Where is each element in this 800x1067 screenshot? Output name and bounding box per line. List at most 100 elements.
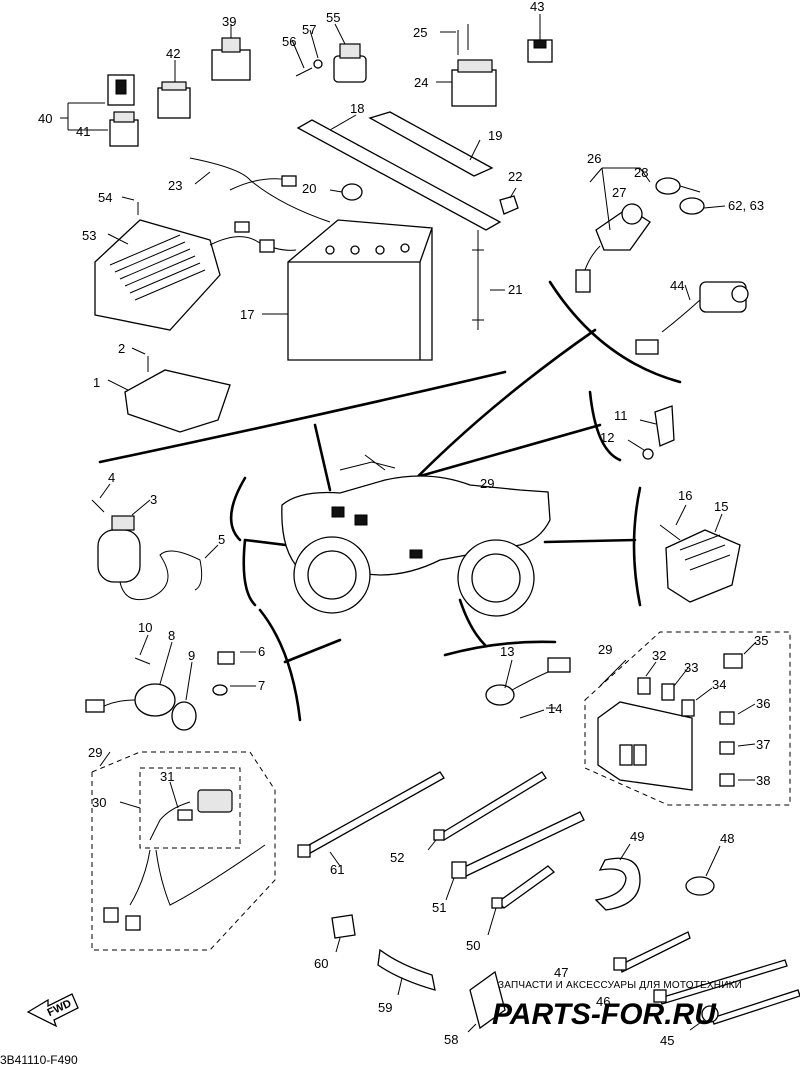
callout-48: 48 bbox=[720, 831, 734, 846]
screw-2 bbox=[131, 347, 149, 372]
callout-18: 18 bbox=[350, 101, 364, 116]
callout-34: 34 bbox=[712, 677, 726, 692]
switch-44 bbox=[635, 281, 749, 355]
clamp-49 bbox=[594, 843, 641, 911]
callout-14: 14 bbox=[548, 701, 562, 716]
callout-37: 37 bbox=[756, 737, 770, 752]
sender-6 bbox=[217, 651, 256, 665]
watermark-text: ЗАПЧАСТИ И АКСЕССУАРЫ ДЛЯ МОТОТЕХНИКИ bbox=[498, 980, 742, 991]
fuse-35 bbox=[723, 641, 757, 669]
callout-7: 7 bbox=[258, 678, 265, 693]
callout-55: 55 bbox=[326, 10, 340, 25]
callout-61: 61 bbox=[330, 862, 344, 877]
o-ring-9 bbox=[171, 661, 197, 731]
bolt-56 bbox=[291, 39, 313, 77]
sensor-8 bbox=[85, 641, 176, 717]
callout-2: 2 bbox=[118, 341, 125, 356]
battery-17 bbox=[262, 219, 433, 361]
callout-46: 46 bbox=[596, 994, 610, 1009]
callout-1: 1 bbox=[93, 375, 100, 390]
band-46 bbox=[653, 959, 788, 1005]
callout-27: 27 bbox=[612, 185, 626, 200]
band-45 bbox=[689, 989, 800, 1031]
callout-56: 56 bbox=[282, 34, 296, 49]
callout-29-harness: 29 bbox=[88, 745, 102, 760]
callout-8: 8 bbox=[168, 628, 175, 643]
callout-20: 20 bbox=[302, 181, 316, 196]
watermark-logo: PARTS-FOR.RU bbox=[492, 998, 717, 1031]
callout-12: 12 bbox=[600, 430, 614, 445]
callout-29-atv: 29 bbox=[480, 476, 494, 491]
washer-12 bbox=[627, 439, 654, 460]
fuse-33 bbox=[661, 667, 689, 701]
callout-42: 42 bbox=[166, 46, 180, 61]
key-28 bbox=[655, 177, 726, 215]
callout-35: 35 bbox=[754, 633, 768, 648]
relay-24 bbox=[436, 59, 497, 107]
clamp-48 bbox=[685, 845, 721, 896]
fwd-arrow-icon bbox=[26, 993, 79, 1028]
callout-30: 30 bbox=[92, 795, 106, 810]
callout-29-fusebox: 29 bbox=[598, 642, 612, 657]
callout-22: 22 bbox=[508, 169, 522, 184]
callout-15: 15 bbox=[714, 499, 728, 514]
callout-21: 21 bbox=[508, 282, 522, 297]
atv-silhouette bbox=[281, 454, 551, 617]
control-unit-53 bbox=[94, 219, 297, 331]
callout-11: 11 bbox=[614, 408, 628, 423]
callout-54: 54 bbox=[98, 190, 112, 205]
callout-51: 51 bbox=[432, 900, 446, 915]
ignition-coil-3 bbox=[97, 499, 203, 601]
callout-50: 50 bbox=[466, 938, 480, 953]
band-51 bbox=[445, 811, 585, 901]
band-47 bbox=[613, 931, 691, 973]
callout-10: 10 bbox=[138, 620, 152, 635]
callout-33: 33 bbox=[684, 660, 698, 675]
callout-58: 58 bbox=[444, 1032, 458, 1047]
fuse-37 bbox=[719, 741, 756, 755]
callout-59: 59 bbox=[378, 1000, 392, 1015]
sub-harness-group bbox=[91, 751, 276, 951]
bolt-16 bbox=[659, 504, 687, 541]
relay-40 bbox=[107, 74, 135, 106]
bracket-18 bbox=[296, 111, 502, 231]
callout-24: 24 bbox=[414, 75, 428, 90]
gasket-7 bbox=[212, 684, 256, 696]
leader-5 bbox=[204, 544, 219, 559]
nut-22 bbox=[499, 187, 519, 215]
bolt-4 bbox=[91, 483, 111, 513]
callout-28: 28 bbox=[634, 165, 648, 180]
relay-39 bbox=[211, 24, 251, 81]
wire-lead-23 bbox=[189, 157, 331, 223]
callout-53: 53 bbox=[82, 228, 96, 243]
main-switch-26 bbox=[575, 167, 651, 293]
callout-44: 44 bbox=[670, 278, 684, 293]
cable-tie-61 bbox=[297, 771, 445, 867]
callout-57: 57 bbox=[302, 22, 316, 37]
callout-13: 13 bbox=[500, 644, 514, 659]
fuse-38 bbox=[719, 773, 755, 787]
fuse-34 bbox=[681, 687, 713, 717]
callout-40: 40 bbox=[38, 111, 52, 126]
callout-49: 49 bbox=[630, 829, 644, 844]
bracket-40-41 bbox=[60, 102, 108, 131]
callout-9: 9 bbox=[188, 648, 195, 663]
holder-60 bbox=[331, 914, 356, 953]
band-50 bbox=[487, 865, 556, 936]
callout-41: 41 bbox=[76, 124, 90, 139]
stud-21 bbox=[472, 230, 505, 330]
callout-31: 31 bbox=[160, 769, 174, 784]
bracket-59 bbox=[377, 948, 436, 996]
callout-38: 38 bbox=[756, 773, 770, 788]
callout-25: 25 bbox=[413, 25, 427, 40]
fuse-32 bbox=[637, 661, 657, 695]
callout-47: 47 bbox=[554, 965, 568, 980]
cable-tie-52 bbox=[427, 771, 547, 851]
callout-60: 60 bbox=[314, 956, 328, 971]
callout-labels: 1 2 3 4 5 6 7 8 9 10 11 12 13 14 15 16 1… bbox=[38, 0, 770, 1048]
callout-17: 17 bbox=[240, 307, 254, 322]
bolt-14 bbox=[519, 707, 556, 719]
callout-26: 26 bbox=[587, 151, 601, 166]
screw-54 bbox=[121, 196, 139, 215]
